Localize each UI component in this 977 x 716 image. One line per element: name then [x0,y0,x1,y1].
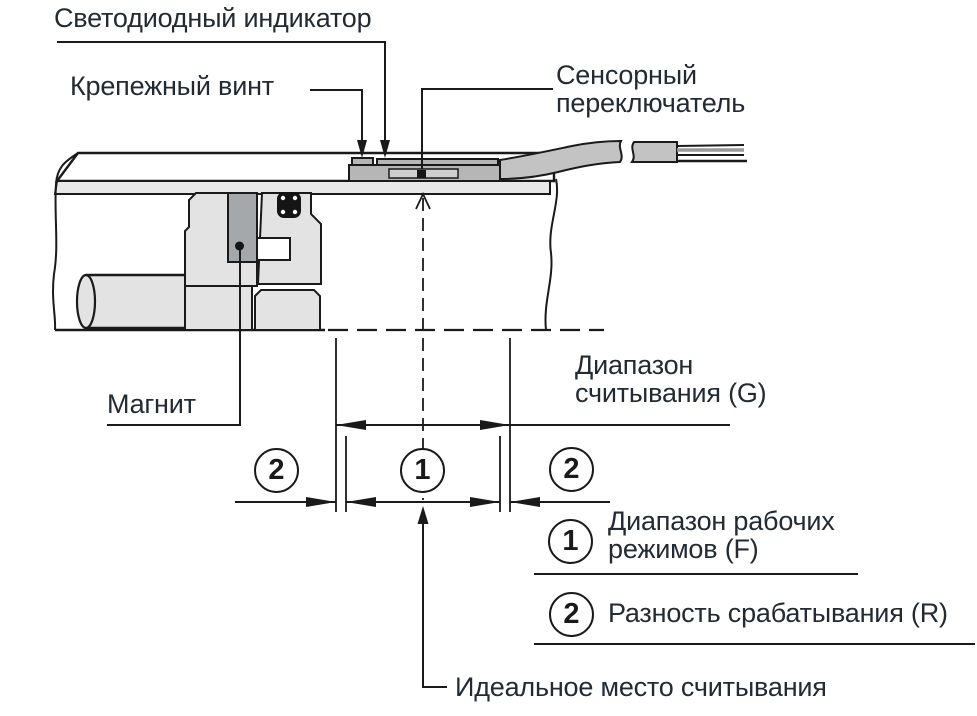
reading-range-dimension [336,420,730,430]
led-indicator-arrow [380,140,390,158]
led-indicator-leader [57,41,386,149]
legend-marker-1: 1 [548,519,593,564]
operating-range-dimension [235,497,610,507]
legend-item-1-line2: режимов (F) [608,534,759,564]
sensing-point-dot [417,170,426,178]
marker-hysteresis-right: 2 [549,447,594,492]
mounting-screw-arrow [357,140,367,158]
piston-assembly-drawing [184,192,322,331]
sensor-switch-label-line2: переключатель [556,88,746,118]
marker-hysteresis-left: 2 [254,448,299,493]
sensor-switch-label-line1: Сенсорный [556,60,697,90]
cable-drawing [499,139,747,181]
reading-range-label-line1: Диапазон [575,350,694,380]
center-line-chevron-arrow [415,191,431,210]
sensor-switch-drawing [348,157,502,182]
ideal-position-leader [422,512,447,688]
mounting-screw-leader [310,89,363,149]
cable-wires [676,144,747,163]
mounting-screw-label: Крепежный винт [70,71,274,101]
legend-marker-2: 2 [549,592,594,637]
led-indicator-label: Светодиодный индикатор [54,3,372,33]
magnet-drawing [227,192,258,263]
legend-item-1-line1: Диапазон рабочих [608,506,835,536]
reading-range-label-line2: считывания (G) [575,378,767,408]
ideal-position-arrow [417,506,429,524]
magnet-leader-dot [235,241,244,251]
dimension-lines [235,191,975,645]
piston-rod-drawing [75,273,188,330]
legend-rules [534,573,975,645]
magnet-leader [107,248,241,426]
sensor-switch-leader [421,88,553,169]
legend-item-2-line1: Разность срабатывания (R) [608,598,948,628]
magnet-label: Магнит [107,389,196,419]
marker-operating-range: 1 [400,448,445,493]
ideal-reading-position-label: Идеальное место считывания [455,672,827,702]
label-leader-lines [57,41,553,688]
seal-drawing [277,192,301,218]
